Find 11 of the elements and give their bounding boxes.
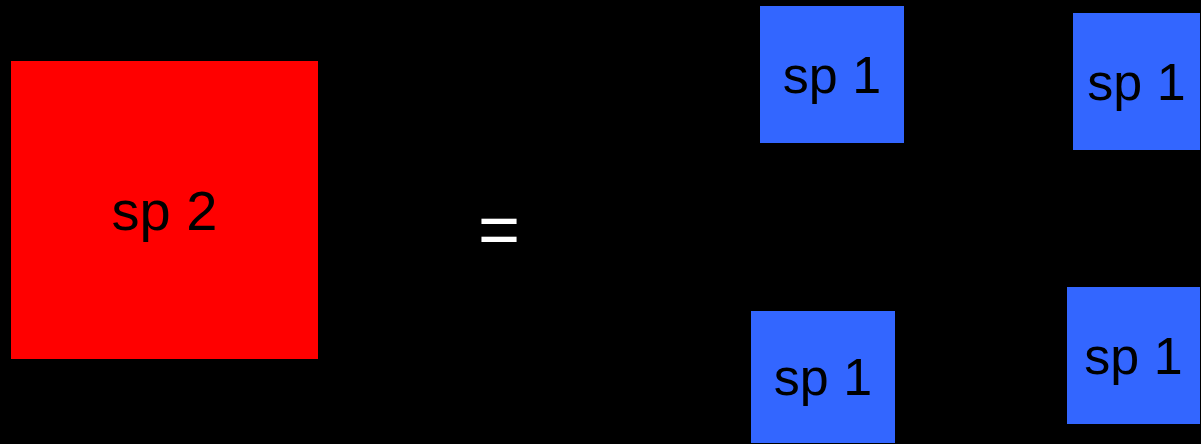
square-box <box>760 6 904 143</box>
square-box <box>751 311 895 443</box>
box-label: sp 1 <box>1087 51 1186 112</box>
box-label: sp 1 <box>1084 325 1183 386</box>
square-box <box>1073 13 1200 150</box>
square-box <box>11 61 318 359</box>
equals-sign: = <box>478 188 521 270</box>
box-label: sp 1 <box>773 347 873 407</box>
box-label: sp 2 <box>111 177 218 243</box>
square-box <box>1067 287 1200 424</box>
box-label: sp 1 <box>782 44 882 105</box>
